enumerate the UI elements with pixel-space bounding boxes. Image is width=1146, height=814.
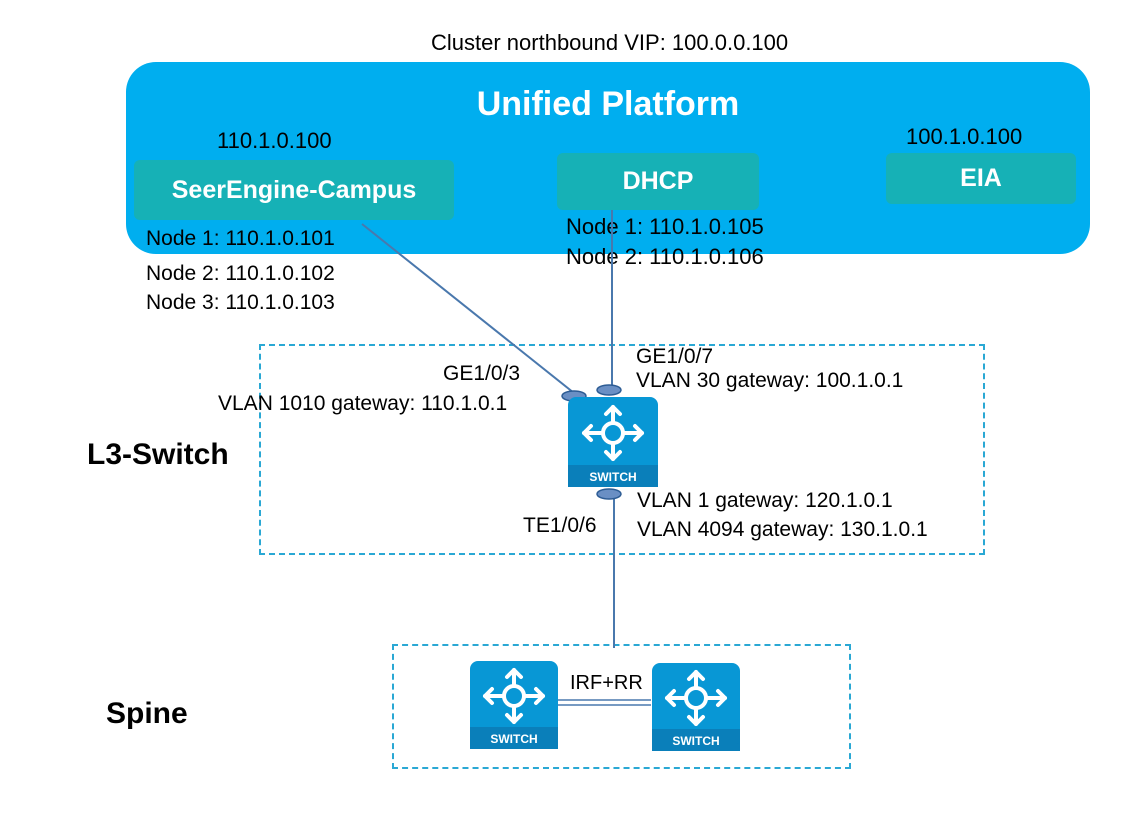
eia-label: EIA bbox=[960, 164, 1002, 192]
seerengine-node-2: Node 2: 110.1.0.102 bbox=[146, 262, 335, 285]
spine-switch-1-text: SWITCH bbox=[490, 732, 537, 746]
unified-platform-title: Unified Platform bbox=[476, 85, 740, 123]
port-ge103-name: GE1/0/3 bbox=[443, 362, 521, 385]
seerengine-vip: 110.1.0.100 bbox=[217, 128, 332, 153]
dhcp-node-1: Node 1: 110.1.0.105 bbox=[566, 214, 764, 239]
eia-vip: 100.1.0.100 bbox=[906, 124, 1023, 149]
seerengine-node-3: Node 3: 110.1.0.103 bbox=[146, 291, 335, 314]
port-te106-name: TE1/0/6 bbox=[523, 514, 597, 537]
irf-rr-label: IRF+RR bbox=[570, 672, 643, 694]
spine-group-box bbox=[392, 644, 851, 769]
port-ge107-gateway: VLAN 30 gateway: 100.1.0.1 bbox=[636, 369, 904, 392]
l3-switch-group-box bbox=[259, 344, 985, 555]
dhcp-node-2: Node 2: 110.1.0.106 bbox=[566, 244, 764, 269]
port-te106-gateway-2: VLAN 4094 gateway: 130.1.0.1 bbox=[637, 518, 928, 541]
port-ge103-gateway: VLAN 1010 gateway: 110.1.0.1 bbox=[218, 392, 508, 415]
port-te106-gateway-1: VLAN 1 gateway: 120.1.0.1 bbox=[637, 489, 893, 512]
port-te106-icon bbox=[596, 488, 622, 500]
spine-label: Spine bbox=[106, 697, 188, 730]
seerengine-campus-module: SeerEngine-Campus bbox=[134, 160, 454, 220]
seerengine-node-1: Node 1: 110.1.0.101 bbox=[146, 227, 335, 250]
eia-module: EIA bbox=[886, 153, 1076, 204]
l3-switch-icon: SWITCH bbox=[568, 397, 658, 487]
cluster-vip-label: Cluster northbound VIP: 100.0.0.100 bbox=[431, 30, 789, 55]
dhcp-module: DHCP bbox=[557, 153, 759, 210]
port-ge107-icon bbox=[596, 384, 622, 396]
link-seerengine-to-switch bbox=[361, 223, 575, 394]
spine-switch-2-text: SWITCH bbox=[672, 734, 719, 748]
l3-switch-icon-text: SWITCH bbox=[589, 470, 636, 484]
dhcp-label: DHCP bbox=[622, 167, 694, 195]
port-ge107-name: GE1/0/7 bbox=[636, 345, 714, 368]
l3-switch-label: L3-Switch bbox=[87, 438, 229, 471]
seerengine-campus-label: SeerEngine-Campus bbox=[171, 175, 417, 204]
spine-switch-2-icon: SWITCH bbox=[652, 663, 740, 751]
spine-switch-1-icon: SWITCH bbox=[470, 661, 558, 749]
